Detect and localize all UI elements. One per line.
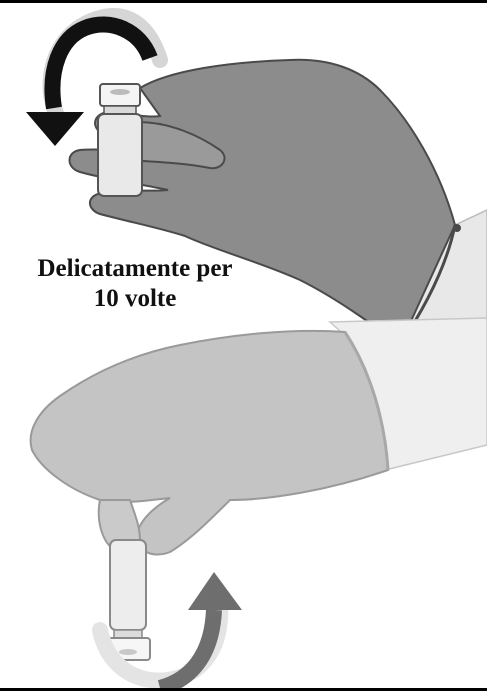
rotate-arrow-lower-icon [92, 572, 242, 691]
instruction-line-1: Delicatamente per [37, 255, 233, 282]
lower-gloved-hand [29, 317, 487, 556]
lower-glove-body [29, 329, 390, 556]
vial-icon [105, 539, 151, 661]
instruction-line-2: 10 volte [93, 285, 177, 312]
bottom-border [0, 688, 487, 691]
top-border [0, 0, 487, 3]
instruction-caption: Delicatamente per 10 volte [0, 254, 270, 314]
rotate-arrow-upper-icon [26, 8, 168, 146]
vial-icon [97, 83, 143, 197]
lower-cuff [343, 331, 390, 471]
